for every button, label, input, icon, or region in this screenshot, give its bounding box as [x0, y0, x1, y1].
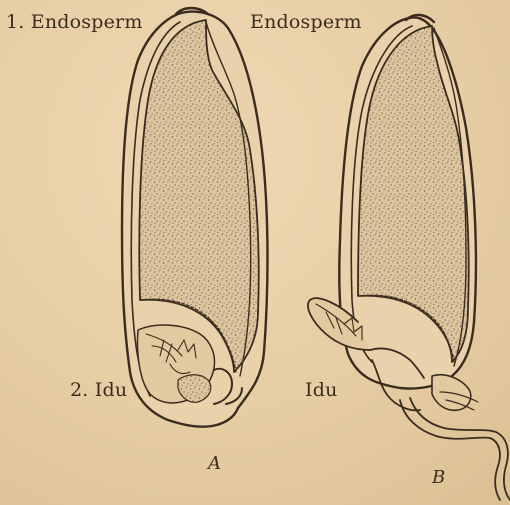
grain-b-radicle	[400, 398, 510, 500]
grain-a	[122, 8, 268, 427]
label-endosperm-b: Endosperm	[250, 13, 362, 32]
grain-b	[308, 15, 510, 500]
panel-label-b: B	[432, 469, 445, 487]
label-idu-a: 2. Idu	[70, 381, 127, 400]
label-idu-b: Idu	[305, 381, 338, 400]
label-endosperm-a: 1. Endosperm	[6, 13, 143, 32]
panel-label-a: A	[208, 455, 221, 473]
